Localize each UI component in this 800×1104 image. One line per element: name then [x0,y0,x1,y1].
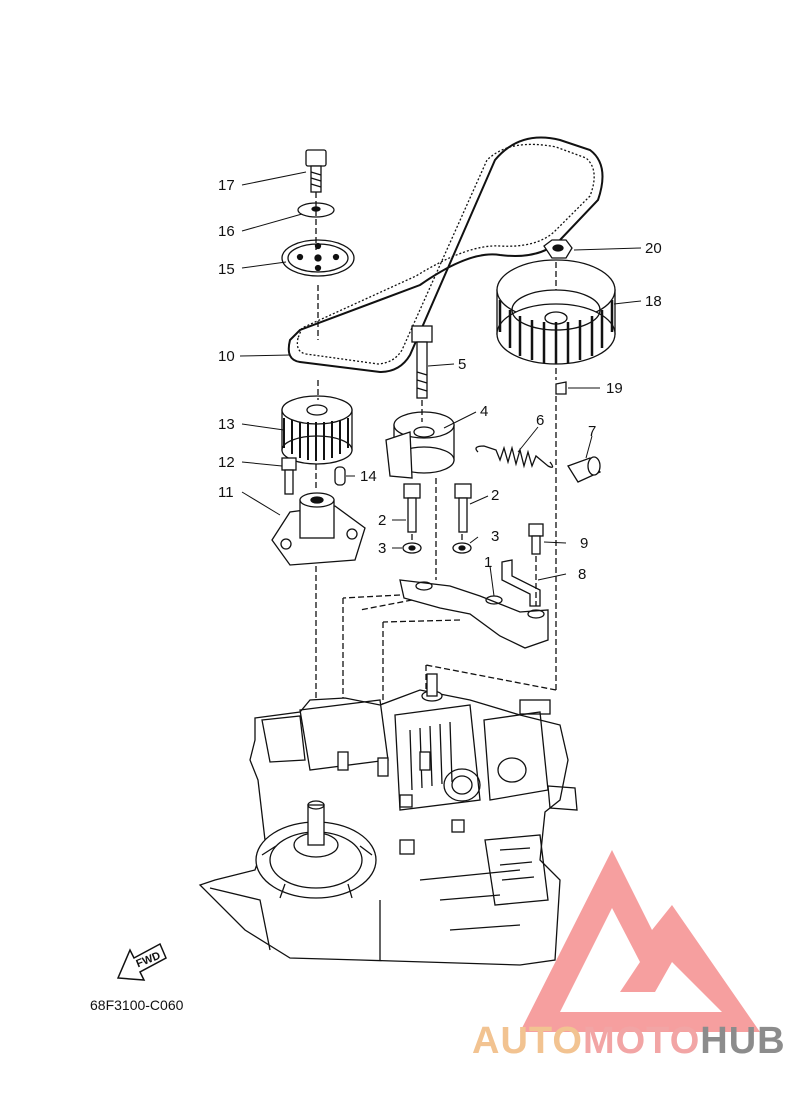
fwd-arrow-icon [116,942,167,981]
pin-14 [334,466,346,486]
callout-7: 7 [588,423,597,440]
watermark-logo [520,850,760,1032]
callout-5: 5 [458,356,467,373]
callout-9: 9 [580,535,589,552]
brand-part-auto: AUTO [472,1020,583,1062]
bolt-9 [528,523,544,555]
callout-20: 20 [645,240,662,257]
washer-3-right [452,542,472,554]
callout-14: 14 [360,468,377,485]
timing-belt [287,136,604,374]
callout-10: 10 [218,348,235,365]
callout-11: 11 [218,484,234,501]
bolt-2-left [403,483,421,533]
callout-8: 8 [578,566,587,583]
callout-12: 12 [218,454,235,471]
housing-11 [271,492,366,566]
callout-3-left: 3 [378,540,387,557]
engine-block [198,673,578,966]
brand-part-hub: HUB [700,1020,786,1062]
bolt-17 [305,149,327,193]
brand-part-moto: MOTO [582,1020,701,1062]
plate-15 [281,239,355,277]
nut-20 [543,239,573,259]
bracket-8 [501,559,541,607]
callout-16: 16 [218,223,235,240]
collar-7 [567,456,601,483]
callout-1: 1 [484,554,493,571]
leader-lines [239,171,642,597]
callout-4: 4 [480,403,489,420]
bolt-5 [411,325,433,399]
callout-2-left: 2 [378,512,387,529]
callout-2-right: 2 [491,487,500,504]
callout-15: 15 [218,261,235,278]
callout-6: 6 [536,412,545,429]
diagram-code: 68F3100-C060 [90,997,184,1013]
plate-1 [399,579,549,649]
spring-6 [475,445,554,469]
callout-18: 18 [645,293,662,310]
tensioner-4 [385,411,455,479]
callout-3-right: 3 [491,528,500,545]
bolt-2-right [454,483,472,533]
callout-19: 19 [606,380,623,397]
callout-13: 13 [218,416,235,433]
bolt-12 [281,457,297,495]
key-19 [555,381,567,395]
watermark-brand: AUTOMOTOHUB [472,1022,786,1060]
sprocket-13 [281,395,353,465]
callout-17: 17 [218,177,235,194]
washer-3-left [402,542,422,554]
